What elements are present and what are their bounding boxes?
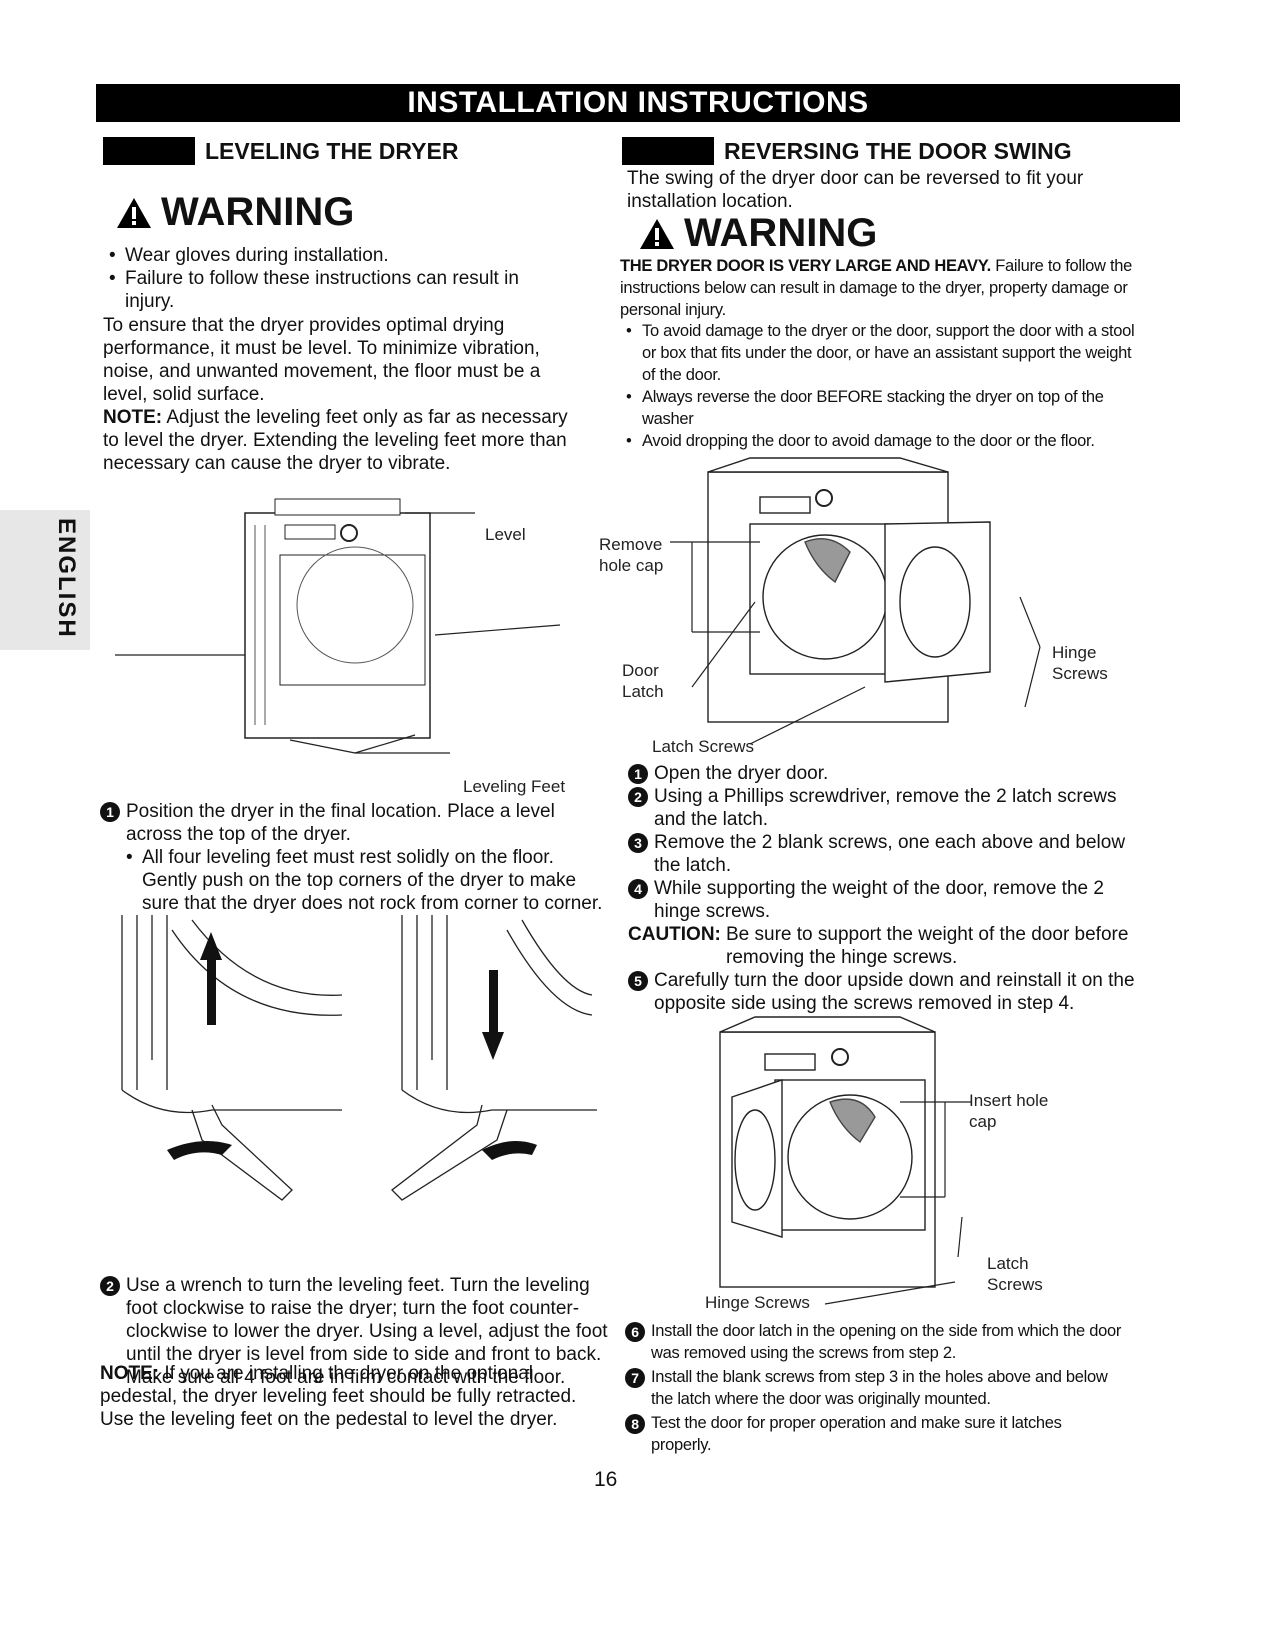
step-number-6: 6 bbox=[625, 1322, 645, 1342]
step-number-5: 5 bbox=[628, 971, 648, 991]
step-number-7: 7 bbox=[625, 1368, 645, 1388]
fig2-hinge-screws-callout: Hinge Screws bbox=[705, 1293, 810, 1312]
right-step-8-text: Test the door for proper operation and m… bbox=[651, 1414, 1062, 1454]
step-number-3: 3 bbox=[628, 833, 648, 853]
left-section-title: LEVELING THE DRYER bbox=[205, 137, 459, 164]
left-warning-heading: WARNING bbox=[115, 190, 354, 235]
left-note-2: NOTE: If you are installing the dryer on… bbox=[100, 1362, 590, 1431]
right-section-title: REVERSING THE DOOR SWING bbox=[724, 137, 1072, 164]
right-step-6: 6 Install the door latch in the opening o… bbox=[625, 1320, 1125, 1364]
list-item: All four leveling feet must rest solidly… bbox=[120, 846, 610, 915]
right-step-7-text: Install the blank screws from step 3 in … bbox=[651, 1368, 1108, 1408]
language-tab-label: ENGLISH bbox=[53, 518, 80, 639]
left-intro-paragraph: To ensure that the dryer provides optima… bbox=[103, 315, 541, 405]
right-step-4-text: While supporting the weight of the door,… bbox=[654, 878, 1104, 922]
right-step-3-text: Remove the 2 blank screws, one each abov… bbox=[654, 832, 1126, 876]
step-number-2: 2 bbox=[100, 1276, 120, 1296]
right-step-2-text: Using a Phillips screwdriver, remove the… bbox=[654, 786, 1117, 830]
right-step-4: 4 While supporting the weight of the door… bbox=[628, 877, 1148, 923]
list-item: Always reverse the door BEFORE stacking … bbox=[620, 386, 1140, 430]
left-step-1: 1 Position the dryer in the final locatio… bbox=[100, 800, 606, 846]
right-warning-heading: WARNING bbox=[638, 211, 877, 256]
note-text: If you are installing the dryer on the o… bbox=[100, 1363, 577, 1430]
right-steps: 1 Open the dryer door. 2 Using a Phillips … bbox=[628, 762, 1148, 1015]
door-reinstall-illustration bbox=[719, 1016, 972, 1305]
right-steps-final: 6 Install the door latch in the opening o… bbox=[625, 1320, 1125, 1456]
level-callout: Level bbox=[485, 525, 526, 544]
caution-note: CAUTION: Be sure to support the weight o… bbox=[628, 923, 1148, 969]
fig2-latch-screws-callout: Latch Screws bbox=[987, 1254, 1043, 1294]
warning-body-text: Failure to follow the instructions below… bbox=[620, 257, 1132, 319]
list-item: Failure to follow these instructions can… bbox=[103, 267, 523, 313]
list-item: Avoid dropping the door to avoid damage … bbox=[620, 430, 1140, 452]
section-marker bbox=[103, 137, 195, 165]
right-warning-label: WARNING bbox=[684, 211, 878, 255]
latch-screws-callout: Latch Screws bbox=[652, 737, 755, 756]
warning-icon bbox=[117, 197, 151, 228]
right-step-2: 2 Using a Phillips screwdriver, remove th… bbox=[628, 785, 1148, 831]
note-text: Adjust the leveling feet only as far as … bbox=[103, 407, 568, 474]
page-number: 16 bbox=[594, 1468, 618, 1491]
door-latch-callout: Door Latch bbox=[622, 661, 664, 701]
step-number-8: 8 bbox=[625, 1414, 645, 1434]
language-tab: ENGLISH bbox=[0, 510, 90, 650]
left-warning-label: WARNING bbox=[161, 190, 355, 234]
right-step-3: 3 Remove the 2 blank screws, one each abo… bbox=[628, 831, 1148, 877]
warning-icon bbox=[640, 218, 674, 249]
right-warning-text: THE DRYER DOOR IS VERY LARGE AND HEAVY. … bbox=[620, 255, 1140, 321]
remove-hole-cap-callout: Remove hole cap bbox=[599, 535, 664, 575]
right-step-1: 1 Open the dryer door. bbox=[628, 762, 1148, 785]
right-step-6-text: Install the door latch in the opening on… bbox=[651, 1322, 1122, 1362]
step-number-1: 1 bbox=[628, 764, 648, 784]
leveling-feet-callout: Leveling Feet bbox=[463, 777, 566, 796]
right-step-1-text: Open the dryer door. bbox=[654, 763, 829, 784]
left-step-1-sub: All four leveling feet must rest solidly… bbox=[120, 846, 610, 915]
warning-bold-text: THE DRYER DOOR IS VERY LARGE AND HEAVY. bbox=[620, 257, 991, 275]
list-item: Wear gloves during installation. bbox=[103, 244, 523, 267]
right-step-8: 8 Test the door for proper operation and … bbox=[625, 1412, 1125, 1456]
dryer-level-illustration bbox=[115, 498, 561, 754]
step-number-4: 4 bbox=[628, 879, 648, 899]
page-banner: INSTALLATION INSTRUCTIONS bbox=[96, 84, 1180, 122]
note-label: NOTE: bbox=[100, 1363, 160, 1384]
right-step-5: 5 Carefully turn the door upside down and… bbox=[628, 969, 1148, 1015]
right-warning-bullets: To avoid damage to the dryer or the door… bbox=[620, 320, 1140, 452]
right-step-5-text: Carefully turn the door upside down and … bbox=[654, 970, 1135, 1014]
left-warning-bullets: Wear gloves during installation. Failure… bbox=[103, 244, 523, 313]
note-label: NOTE: bbox=[103, 407, 163, 428]
step-number-1: 1 bbox=[100, 802, 120, 822]
left-step-1-text: Position the dryer in the final location… bbox=[126, 801, 555, 845]
hinge-screws-callout: Hinge Screws bbox=[1052, 643, 1108, 683]
wrench-leveling-illustration bbox=[121, 915, 597, 1201]
caution-label: CAUTION: bbox=[628, 924, 721, 945]
section-marker bbox=[622, 137, 714, 165]
right-section-heading: REVERSING THE DOOR SWING bbox=[622, 137, 1072, 165]
left-section-heading: LEVELING THE DRYER bbox=[103, 137, 458, 165]
left-step-2-text: Use a wrench to turn the leveling feet. … bbox=[126, 1275, 608, 1388]
step-number-2: 2 bbox=[628, 787, 648, 807]
door-removal-illustration bbox=[670, 457, 1041, 745]
left-step-2: 2 Use a wrench to turn the leveling feet.… bbox=[100, 1274, 621, 1389]
right-step-7: 7 Install the blank screws from step 3 in… bbox=[625, 1366, 1125, 1410]
right-intro: The swing of the dryer door can be rever… bbox=[627, 168, 1084, 212]
left-note: NOTE: Adjust the leveling feet only as f… bbox=[103, 406, 583, 475]
caution-text: Be sure to support the weight of the doo… bbox=[726, 924, 1129, 968]
insert-hole-cap-callout: Insert hole cap bbox=[969, 1091, 1049, 1131]
list-item: To avoid damage to the dryer or the door… bbox=[620, 320, 1140, 386]
